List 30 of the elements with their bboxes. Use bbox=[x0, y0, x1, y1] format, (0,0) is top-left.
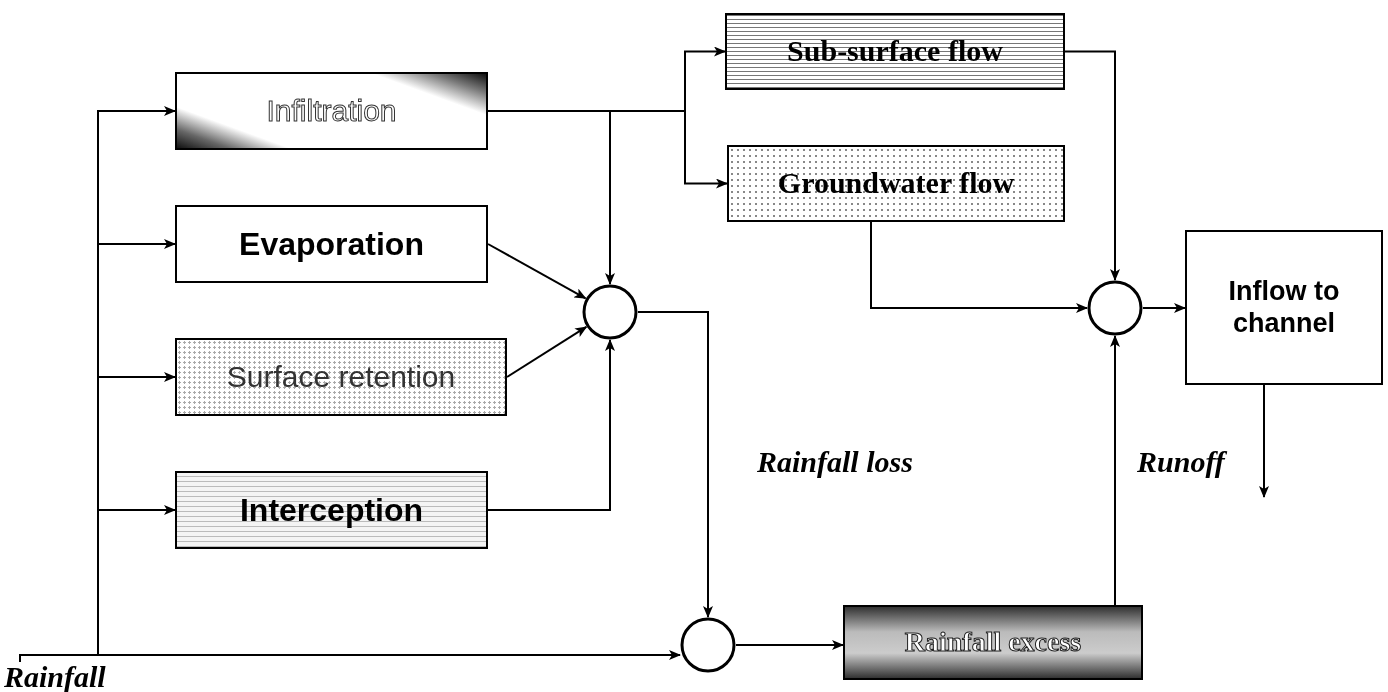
edge-label: Runoff bbox=[1137, 447, 1225, 477]
arrow bbox=[1110, 335, 1120, 606]
arrow bbox=[19, 650, 681, 663]
box-label: Rainfall excess bbox=[903, 626, 1083, 659]
box-label: Surface retention bbox=[225, 359, 457, 395]
arrow bbox=[1064, 50, 1120, 281]
arrow bbox=[1259, 384, 1269, 498]
arrow bbox=[870, 221, 1088, 313]
flow-label: Rainfall loss bbox=[757, 447, 913, 477]
process-box bbox=[1185, 230, 1383, 385]
process-box bbox=[175, 338, 507, 416]
box-label: Interception bbox=[238, 491, 425, 529]
box-label: Sub-surface flow bbox=[786, 34, 1004, 69]
box-label: Infiltration bbox=[265, 93, 398, 129]
process-box bbox=[175, 205, 488, 283]
arrow bbox=[487, 110, 728, 189]
arrow bbox=[1142, 303, 1186, 313]
arrow bbox=[487, 243, 587, 300]
box-label: Groundwater flow bbox=[776, 166, 1016, 201]
process-box bbox=[725, 13, 1065, 90]
arrow bbox=[506, 325, 588, 378]
box-label: Inflow to channel bbox=[1227, 276, 1341, 339]
process-box bbox=[843, 605, 1143, 680]
arrow bbox=[637, 311, 713, 618]
process-box bbox=[727, 145, 1065, 222]
process-box bbox=[175, 471, 488, 549]
process-box bbox=[175, 72, 488, 150]
arrow bbox=[735, 640, 844, 650]
arrow bbox=[487, 339, 615, 511]
box-label: Evaporation bbox=[238, 225, 425, 263]
